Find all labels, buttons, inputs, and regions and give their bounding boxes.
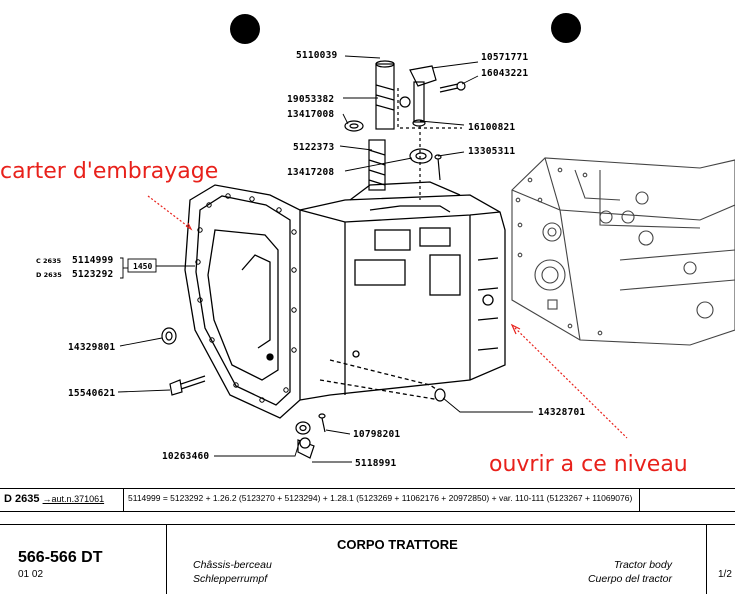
title-english: Tractor body <box>613 559 672 571</box>
callout-16100821: 16100821 <box>468 122 515 133</box>
callout-14328701: 14328701 <box>538 407 585 418</box>
top-parts-drawing <box>344 60 466 200</box>
punch-hole-right <box>551 13 581 43</box>
variant-box <box>127 258 157 273</box>
page-column-divider <box>706 524 707 594</box>
title-german: Schlepperrumpf <box>193 573 268 585</box>
callout-19053382: 19053382 <box>287 94 334 105</box>
callout-5110039: 5110039 <box>296 50 338 61</box>
lower-parts-drawing <box>161 327 446 459</box>
title-divider <box>0 524 735 525</box>
callout-10263460: 10263460 <box>162 451 209 462</box>
model-sub: 01 02 <box>18 569 44 580</box>
callout-15540621: 15540621 <box>68 388 115 399</box>
reference-divider <box>123 489 124 511</box>
page-number: 1/2 <box>718 569 732 580</box>
title-french: Châssis-berceau <box>193 559 272 571</box>
red-annotations: carter d'embrayage ouvrir a ce niveau <box>0 159 688 477</box>
reference-note: →aut.n.371061 <box>42 494 105 504</box>
title-column-divider <box>166 524 167 594</box>
variant-c-part: 5114999 <box>72 255 114 266</box>
callout-5118991: 5118991 <box>355 458 397 469</box>
annotation-level: ouvrir a ce niveau <box>489 452 688 477</box>
annotation-housing-arrowhead <box>185 222 193 231</box>
callout-10798201: 10798201 <box>353 429 400 440</box>
callout-13417208: 13417208 <box>287 167 334 178</box>
flange-bolt-holes <box>195 193 297 403</box>
callout-14329801: 14329801 <box>68 342 115 353</box>
callout-labels: 5110039 10571771 16043221 19053382 13417… <box>68 50 585 469</box>
reference-code: D 2635 →aut.n.371061 <box>4 493 104 505</box>
composition-text: 5114999 = 5123292 + 1.26.2 (5123270 + 51… <box>128 493 633 503</box>
variant-labels: C 2635 5114999 D 2635 5123292 1450 <box>36 255 157 280</box>
model-number: 566-566 DT <box>18 549 103 566</box>
reference-code-text: D 2635 <box>4 493 40 505</box>
sheet-title: CORPO TRATTORE <box>337 537 458 552</box>
callout-5122373: 5122373 <box>293 142 335 153</box>
annotation-level-arrowhead <box>510 323 521 335</box>
variant-c-label: C 2635 <box>36 257 62 265</box>
rear-housing-drawing <box>511 157 735 346</box>
reference-divider-end <box>639 489 640 511</box>
annotation-level-arrow <box>511 324 628 439</box>
punch-hole-left <box>230 14 260 44</box>
callout-16043221: 16043221 <box>481 68 528 79</box>
variant-d-label: D 2635 <box>36 271 62 279</box>
callout-13417008: 13417008 <box>287 109 334 120</box>
variant-box-text: 1450 <box>133 262 152 271</box>
exploded-diagram: 5110039 10571771 16043221 19053382 13417… <box>0 13 735 477</box>
callout-13305311: 13305311 <box>468 146 515 157</box>
annotation-housing-arrow <box>147 195 191 229</box>
title-spanish: Cuerpo del tractor <box>587 573 672 585</box>
variant-d-part: 5123292 <box>72 269 113 280</box>
annotation-housing: carter d'embrayage <box>0 159 218 184</box>
title-block: D 2635 →aut.n.371061 5114999 = 5123292 +… <box>0 488 735 594</box>
clutch-housing-drawing <box>184 181 506 419</box>
leader-lines <box>117 55 533 463</box>
reference-row: D 2635 →aut.n.371061 5114999 = 5123292 +… <box>0 488 735 512</box>
callout-10571771: 10571771 <box>481 52 528 63</box>
